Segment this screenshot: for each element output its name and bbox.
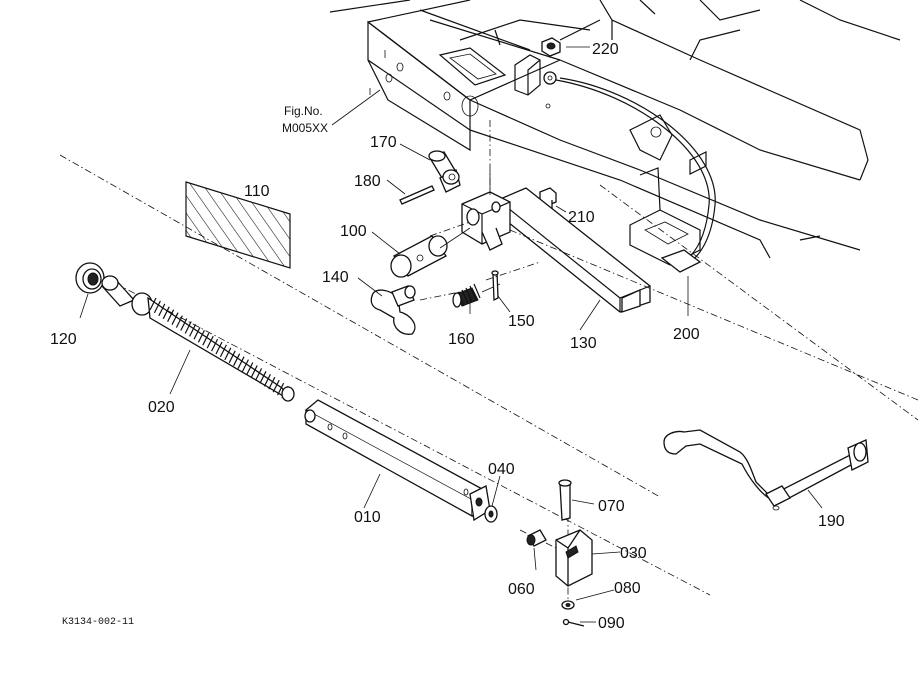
label-120: 120 xyxy=(50,331,77,348)
figure-ref-line1: Fig.No. xyxy=(284,104,323,118)
part-150-pin xyxy=(491,270,499,302)
figure-ref-line2: M005XX xyxy=(282,121,328,135)
part-020-screw-shaft xyxy=(100,275,295,402)
part-110-label-plate xyxy=(185,181,291,269)
label-220: 220 xyxy=(592,41,619,58)
callout-labels: Fig.No. M005XX 220 170 180 110 210 100 1… xyxy=(50,41,845,632)
part-100-handle xyxy=(390,227,471,278)
label-070: 070 xyxy=(598,498,625,515)
label-060: 060 xyxy=(508,581,535,598)
drawing-id: K3134-002-11 xyxy=(62,617,134,628)
label-020: 020 xyxy=(148,399,175,416)
label-180: 180 xyxy=(354,173,381,190)
label-030: 030 xyxy=(620,545,647,562)
label-210: 210 xyxy=(568,209,595,226)
part-200-cable xyxy=(543,71,716,273)
label-110: 110 xyxy=(244,183,270,200)
label-130: 130 xyxy=(570,335,597,352)
frame-assembly xyxy=(329,0,901,266)
part-090-cotter-pin xyxy=(562,618,585,627)
label-080: 080 xyxy=(614,580,641,597)
leader-lines xyxy=(79,46,823,623)
part-170-pin xyxy=(428,150,461,193)
part-130-bracket xyxy=(461,170,651,313)
part-220-nut xyxy=(541,37,561,57)
label-200: 200 xyxy=(673,326,700,343)
label-090: 090 xyxy=(598,615,625,632)
part-140-lever xyxy=(370,285,416,335)
part-180-spring-pin xyxy=(399,185,435,205)
label-160: 160 xyxy=(448,331,475,348)
part-120-bearing xyxy=(75,262,105,294)
label-190: 190 xyxy=(818,513,845,530)
label-040: 040 xyxy=(488,461,515,478)
part-160-spring xyxy=(452,283,501,308)
label-150: 150 xyxy=(508,313,535,330)
label-170: 170 xyxy=(370,134,397,151)
part-040-washer xyxy=(484,505,498,523)
part-070-pin xyxy=(558,479,572,521)
part-030-bracket xyxy=(555,529,593,587)
label-010: 010 xyxy=(354,509,381,526)
part-060-bolt xyxy=(526,529,547,547)
label-140: 140 xyxy=(322,269,349,286)
label-100: 100 xyxy=(340,223,367,240)
part-080-washer xyxy=(561,600,575,610)
part-010-tube xyxy=(304,399,491,522)
part-190-crank-handle xyxy=(663,429,869,511)
alignment-lines xyxy=(59,88,919,605)
